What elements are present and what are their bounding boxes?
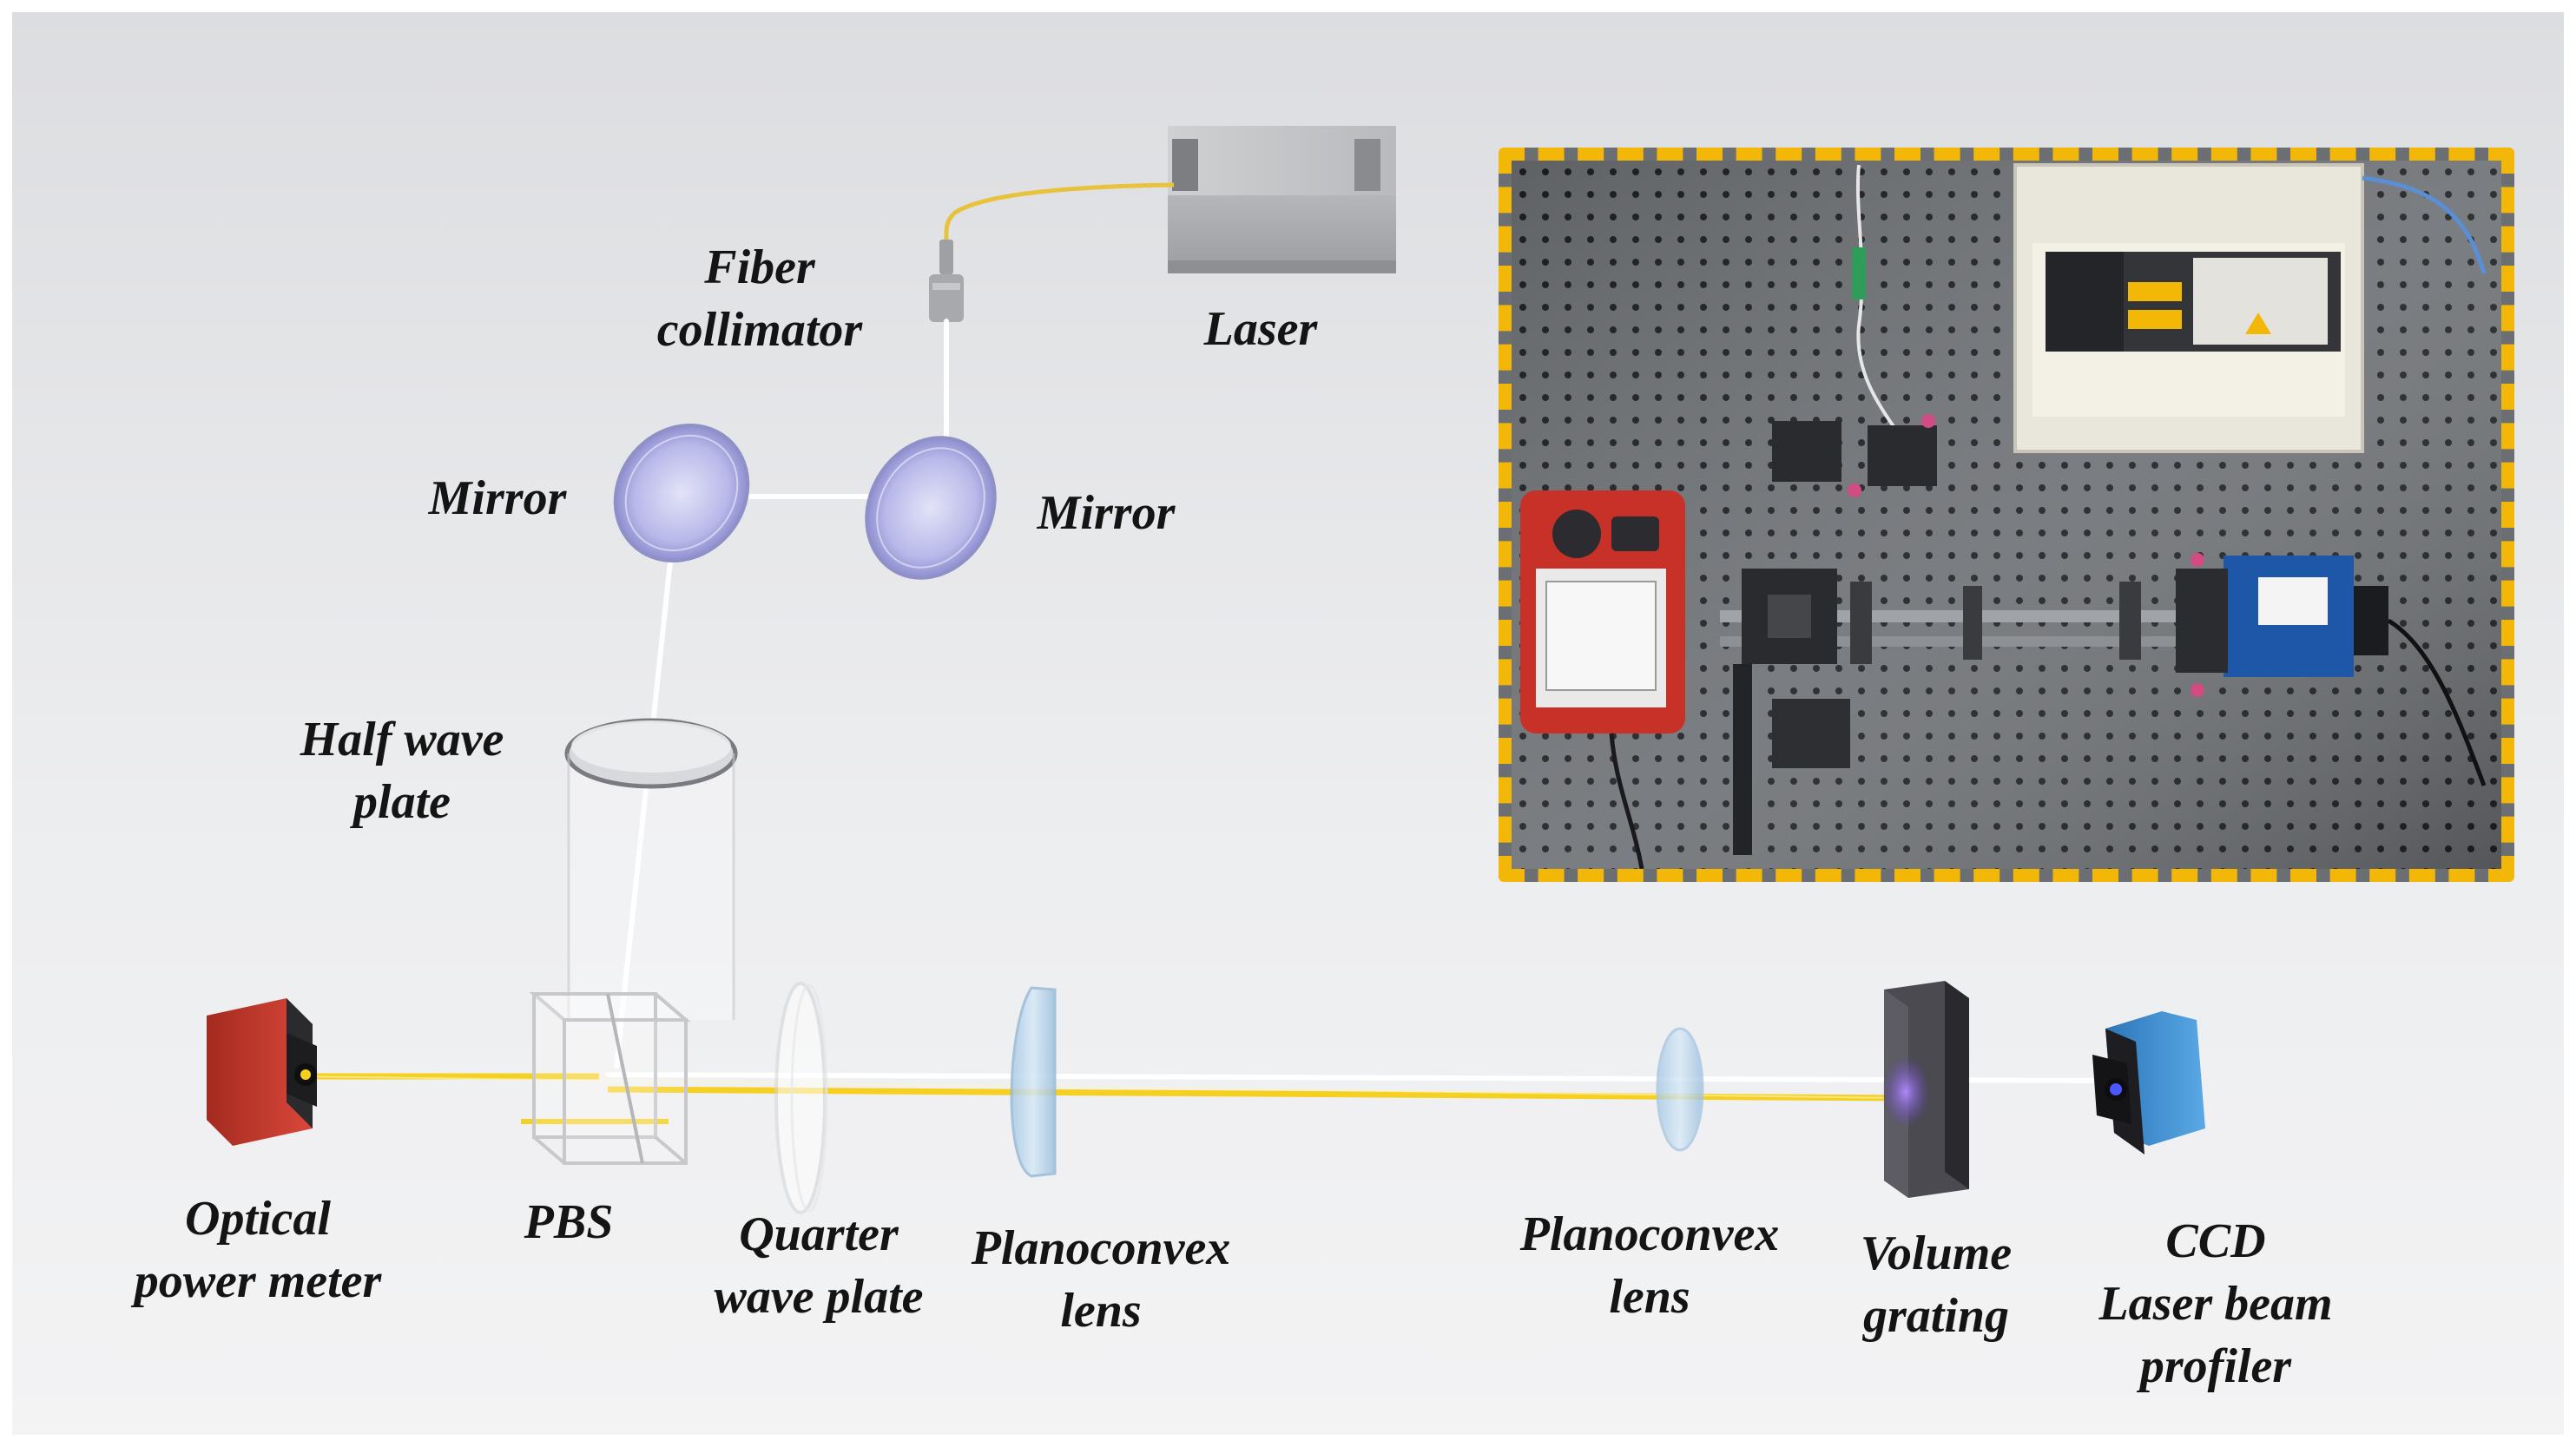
- ccd-profiler-icon: [2092, 1011, 2205, 1154]
- fiber-cable: [944, 182, 1175, 242]
- label-half-wave-plate: Half wave plate: [300, 713, 504, 829]
- fiber-collimator-icon: [929, 240, 964, 322]
- photo-red-device: [1520, 490, 1685, 869]
- volume-grating-icon: [1881, 981, 1969, 1198]
- label-fiber-collimator: Fiber collimator: [656, 240, 863, 357]
- label-pbs: PBS: [524, 1195, 614, 1249]
- label-optical-power-meter: Optical power meter: [134, 1192, 382, 1308]
- label-planoconvex-lens-2: Planoconvex lens: [1519, 1207, 1780, 1324]
- half-wave-plate-icon: [564, 718, 738, 1020]
- label-laser: Laser: [1203, 302, 1318, 356]
- label-ccd-laser-beam-profiler: CCD Laser beam profiler: [2098, 1214, 2333, 1393]
- setup-photo-frame: [1499, 148, 2514, 882]
- planoconvex-lens-2-icon: [1656, 1027, 1704, 1152]
- mirror-right-icon: [865, 436, 997, 580]
- experimental-setup-photo: [1512, 161, 2501, 869]
- label-mirror-right: Mirror: [1037, 486, 1176, 540]
- label-mirror-left: Mirror: [428, 471, 567, 525]
- photo-laser-box: [2013, 163, 2364, 453]
- optical-power-meter-icon: [207, 998, 317, 1146]
- label-planoconvex-lens-1: Planoconvex lens: [971, 1221, 1231, 1338]
- mirror-left-icon: [613, 423, 750, 563]
- photo-ccd-device: [2176, 553, 2487, 786]
- laser-icon: [1168, 126, 1396, 273]
- quarter-wave-plate-icon: [774, 982, 828, 1214]
- photo-optical-rail: [1720, 414, 2293, 855]
- planoconvex-lens-1-icon: [1010, 986, 1057, 1178]
- label-volume-grating: Volume grating: [1860, 1227, 2013, 1343]
- label-quarter-wave-plate: Quarter wave plate: [714, 1207, 924, 1324]
- pbs-cube-icon: [529, 992, 691, 1165]
